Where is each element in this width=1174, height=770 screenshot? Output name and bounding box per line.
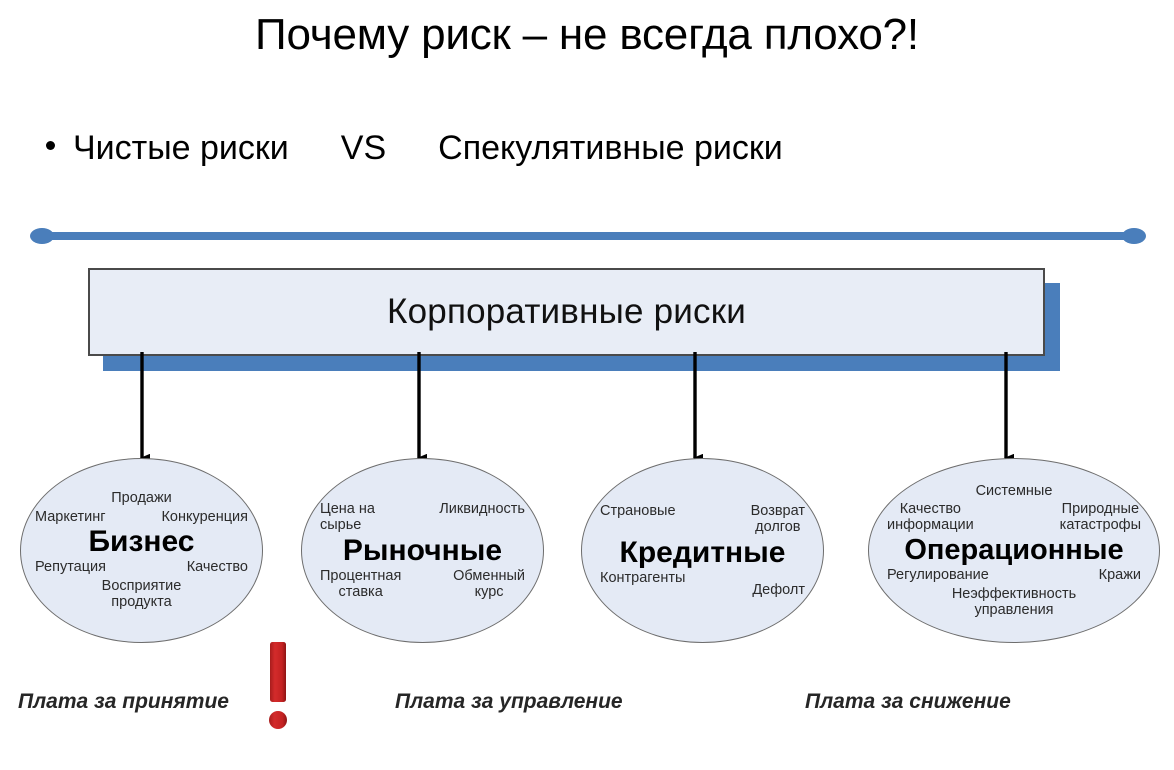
- keyword-debt-repayment-line1: Возврат: [750, 503, 805, 520]
- keyword-country-risk: Страновые: [600, 503, 676, 520]
- keyword-systemic: Системные: [975, 482, 1053, 499]
- risk-category-title-market: Рыночные: [342, 533, 503, 567]
- keyword-competition: Конкуренция: [161, 508, 248, 525]
- keyword-liquidity: Ликвидность: [439, 501, 525, 518]
- keyword-counterparties: Контрагенты: [600, 569, 686, 586]
- risk-ellipse-operational[interactable]: Системные Качество информации Природные …: [868, 458, 1160, 643]
- corporate-risks-label: Корпоративные риски: [387, 292, 746, 331]
- keyword-raw-material-price-line2: сырье: [320, 517, 362, 534]
- keyword-ineffective-management-line2: управления: [974, 601, 1054, 618]
- keyword-raw-material-price-line1: Цена на: [320, 501, 375, 518]
- risk-category-title-operational: Операционные: [904, 533, 1124, 566]
- pure-risks-label: Чистые риски: [73, 129, 289, 167]
- risk-category-row: Продажи Маркетинг Конкуренция Бизнес Реп…: [0, 458, 1174, 648]
- keyword-exchange-rate-line2: курс: [474, 583, 504, 600]
- keyword-default: Дефолт: [752, 581, 805, 598]
- keyword-ineffective-management-line1: Неэффективность: [951, 585, 1077, 602]
- risk-ellipse-business[interactable]: Продажи Маркетинг Конкуренция Бизнес Реп…: [20, 458, 263, 643]
- risk-category-title-business: Бизнес: [88, 524, 195, 558]
- caption-payment-for-management: Плата за управление: [395, 690, 623, 713]
- keyword-sales: Продажи: [111, 490, 172, 507]
- keyword-information-quality-line2: информации: [887, 517, 974, 534]
- keyword-reputation: Репутация: [35, 558, 106, 575]
- keyword-interest-rate-line1: Процентная: [320, 567, 402, 584]
- keyword-natural-disasters-line2: катастрофы: [1059, 517, 1141, 534]
- corporate-risks-header-box: Корпоративные риски: [88, 268, 1045, 356]
- exclamation-mark-icon: [267, 640, 289, 731]
- speculative-risks-label: Спекулятивные риски: [438, 129, 783, 167]
- keyword-theft: Кражи: [1098, 566, 1141, 583]
- keyword-quality: Качество: [186, 558, 248, 575]
- keyword-interest-rate-line2: ставка: [338, 583, 383, 600]
- bullet-line: Чистые риски VS Спекулятивные риски: [46, 128, 783, 169]
- caption-payment-for-acceptance: Плата за принятие: [18, 690, 229, 713]
- keyword-exchange-rate-line1: Обменный: [453, 567, 525, 584]
- keyword-product-perception-line2: продукта: [111, 594, 172, 611]
- page-title: Почему риск – не всегда плохо?!: [255, 10, 919, 59]
- caption-payment-for-reduction: Плата за снижение: [805, 690, 1011, 713]
- risk-category-title-credit: Кредитные: [619, 535, 786, 569]
- keyword-product-perception-line1: Восприятие: [101, 578, 182, 595]
- risk-ellipse-market[interactable]: Цена на сырье Ликвидность Рыночные Проце…: [301, 458, 544, 643]
- keyword-natural-disasters-line1: Природные: [1061, 501, 1140, 518]
- keyword-information-quality-line1: Качество: [899, 501, 961, 518]
- bullet-marker-icon: [46, 141, 55, 150]
- keyword-debt-repayment-line2: долгов: [755, 519, 801, 536]
- keyword-regulation: Регулирование: [887, 566, 989, 583]
- blue-divider-rule: [30, 228, 1146, 244]
- risk-ellipse-credit[interactable]: Страновые Возврат долгов Кредитные Контр…: [581, 458, 824, 643]
- keyword-marketing: Маркетинг: [35, 508, 106, 525]
- versus-label: VS: [340, 129, 387, 167]
